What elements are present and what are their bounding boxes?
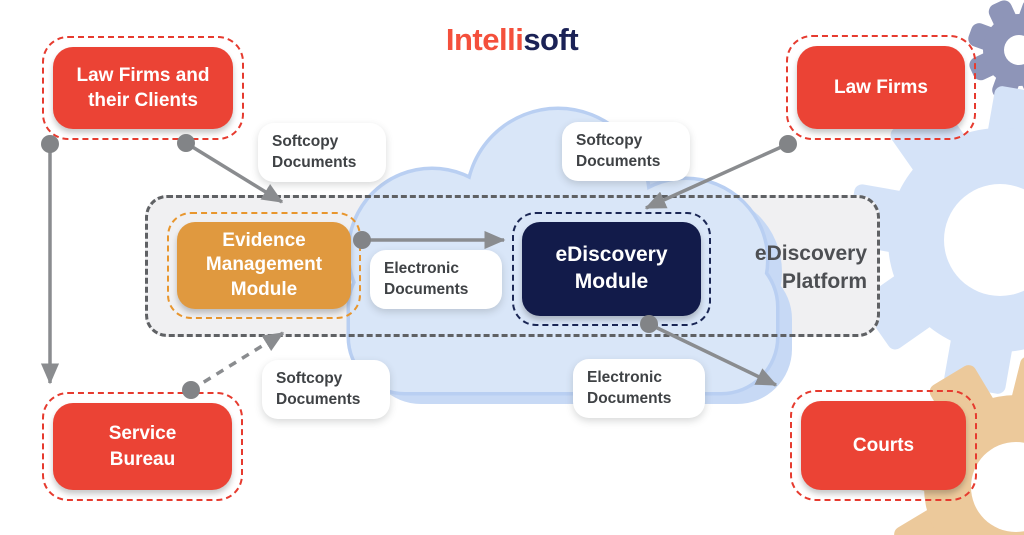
node-ediscovery-module: eDiscovery Module — [512, 212, 711, 326]
ediscovery-platform-label: eDiscovery Platform — [735, 240, 867, 296]
edge-label-softcopy-clients-emm: Softcopy Documents — [258, 123, 386, 182]
edge-label-softcopy-lawfirms-edm: Softcopy Documents — [562, 122, 690, 181]
service-bureau-label: Service Bureau — [108, 423, 177, 470]
logo-part-navy: soft — [523, 22, 579, 57]
courts-label: Courts — [852, 434, 915, 456]
node-courts: Courts — [790, 390, 977, 501]
ediscovery-module-label: eDiscovery Module — [555, 243, 668, 293]
edge-label-electronic-emm-edm: Electronic Documents — [370, 250, 502, 309]
logo-part-red: Intelli — [445, 22, 524, 57]
law-firms-clients-label: Law Firms and their Clients — [76, 64, 210, 111]
platform-label-text: eDiscovery Platform — [754, 242, 867, 293]
intellisoft-logo: Intellisoft — [0, 22, 1024, 58]
node-evidence-management-module: Evidence Management Module — [167, 212, 361, 319]
node-law-firms-and-clients: Law Firms and their Clients — [42, 36, 244, 140]
edge-label-softcopy-sb-emm: Softcopy Documents — [262, 360, 390, 419]
node-law-firms: Law Firms — [786, 35, 976, 140]
law-firms-label: Law Firms — [834, 76, 928, 98]
edge-label-electronic-edm-courts: Electronic Documents — [573, 359, 705, 418]
ediscovery-platform-container-border — [145, 195, 880, 337]
node-service-bureau: Service Bureau — [42, 392, 243, 501]
evidence-module-label: Evidence Management Module — [205, 230, 323, 300]
